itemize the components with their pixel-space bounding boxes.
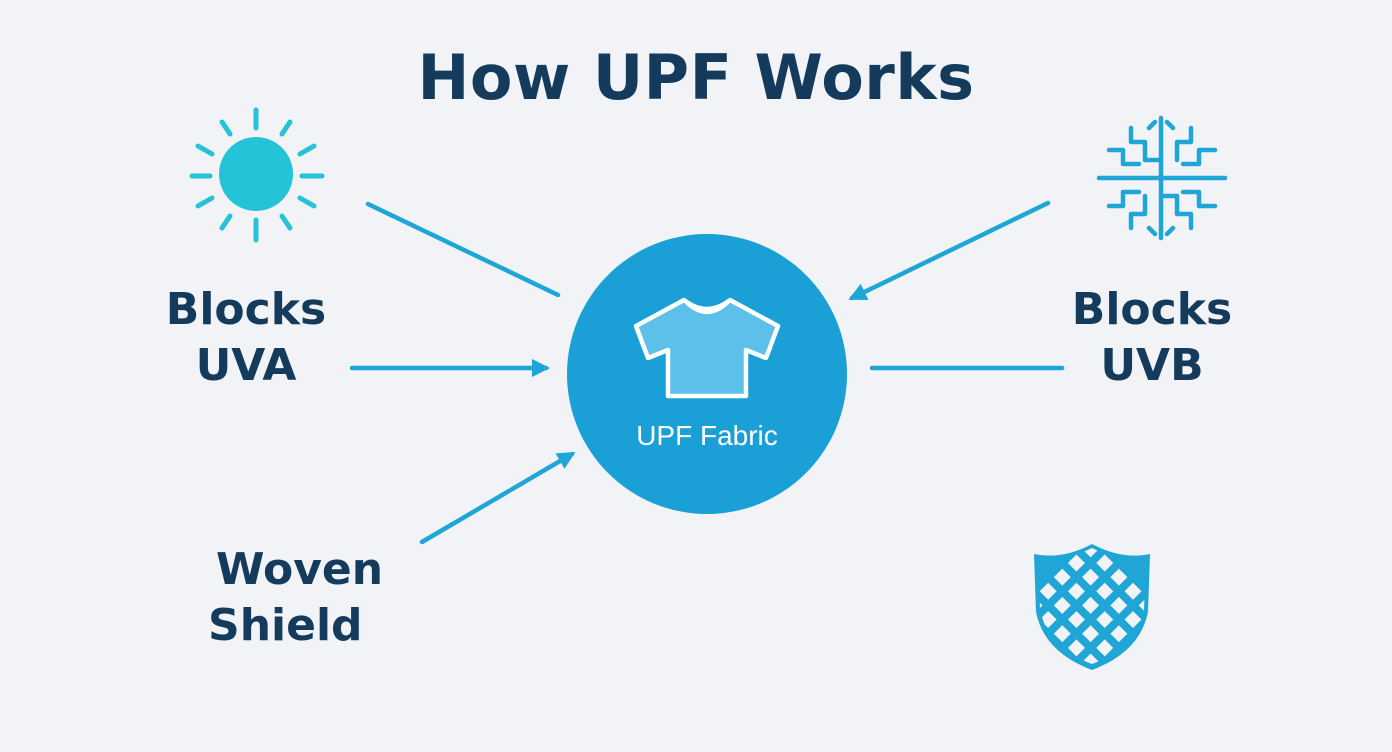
woven-shield-label: Woven Shield [208,542,408,654]
page-title: How UPF Works [417,41,975,114]
blocks-uva-line1: Blocks [165,284,327,335]
circuit-snowflake-icon [1096,115,1228,241]
blocks-uva-label: Blocks UVA [148,282,344,394]
blocks-uva-line2: UVA [195,340,297,391]
blocks-uvb-label: Blocks UVB [1054,282,1250,394]
blocks-uvb-line2: UVB [1100,340,1204,391]
woven-shield-line2: Shield [208,600,363,651]
arrow-woven [419,451,576,545]
woven-shield-line1: Woven [216,544,384,595]
mesh-shield-icon [1034,544,1150,670]
arrow-uvb-icon [848,200,1051,301]
sun-icon [189,107,325,243]
blocks-uvb-line1: Blocks [1071,284,1233,335]
upf-fabric-label: UPF Fabric [636,420,778,451]
t-shirt-icon [633,297,781,399]
connector-sun-line [365,201,561,298]
